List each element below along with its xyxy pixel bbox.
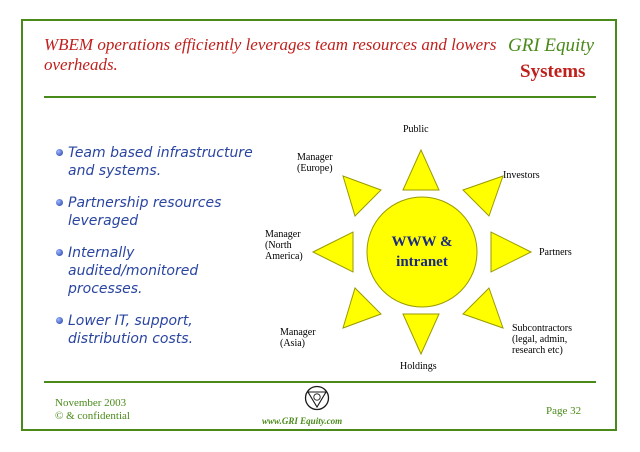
- footer-divider: [44, 381, 596, 383]
- ray-west: [311, 231, 354, 273]
- label-manager-north-america: Manager (North America): [265, 229, 303, 262]
- bullet-dot-icon: [56, 199, 63, 206]
- bullet-item: Team based infrastructure and systems.: [56, 144, 266, 180]
- brand-subtitle: Systems: [520, 61, 586, 82]
- label-manager-asia: Manager (Asia): [280, 327, 316, 349]
- footer-confidential: © & confidential: [55, 410, 130, 422]
- bullet-list: Team based infrastructure and systems. P…: [56, 144, 266, 362]
- brand-name: GRI Equity: [508, 35, 595, 56]
- header-divider: [44, 96, 596, 98]
- slide-title: WBEM operations efficiently leverages te…: [44, 35, 497, 74]
- sun-rays: [311, 148, 533, 356]
- bullet-item: Lower IT, support, distribution costs.: [56, 312, 266, 348]
- ray-north: [402, 148, 440, 191]
- ray-south: [402, 313, 440, 356]
- sun-center: [366, 196, 478, 308]
- footer-date-block: November 2003 © & confidential: [55, 397, 130, 423]
- ray-east: [490, 231, 533, 273]
- label-partners: Partners: [539, 247, 572, 258]
- bullet-dot-icon: [56, 149, 63, 156]
- ray-southwest: [342, 287, 382, 329]
- gri-logo-icon: [304, 385, 330, 411]
- sun-diagram: WWW & intranet: [311, 148, 533, 356]
- ray-southeast: [462, 287, 504, 329]
- page-number: Page 32: [546, 405, 582, 417]
- bullet-item: Internally audited/monitored processes.: [56, 244, 266, 298]
- bullet-dot-icon: [56, 249, 63, 256]
- label-holdings: Holdings: [400, 361, 437, 372]
- slide-frame: [21, 19, 617, 431]
- footer-date: November 2003: [55, 397, 127, 409]
- label-manager-europe: Manager (Europe): [297, 152, 333, 174]
- footer-url[interactable]: www.GRI Equity.com: [262, 416, 343, 426]
- ray-northeast: [462, 175, 504, 217]
- center-label-line1: WWW &: [392, 234, 453, 250]
- center-label-line2: intranet: [396, 254, 448, 270]
- label-investors: Investors: [503, 170, 540, 181]
- label-public: Public: [403, 124, 429, 135]
- bullet-item: Partnership resources leveraged: [56, 194, 266, 230]
- bullet-dot-icon: [56, 317, 63, 324]
- label-subcontractors: Subcontractors (legal, admin, research e…: [512, 323, 572, 356]
- ray-northwest: [342, 175, 382, 217]
